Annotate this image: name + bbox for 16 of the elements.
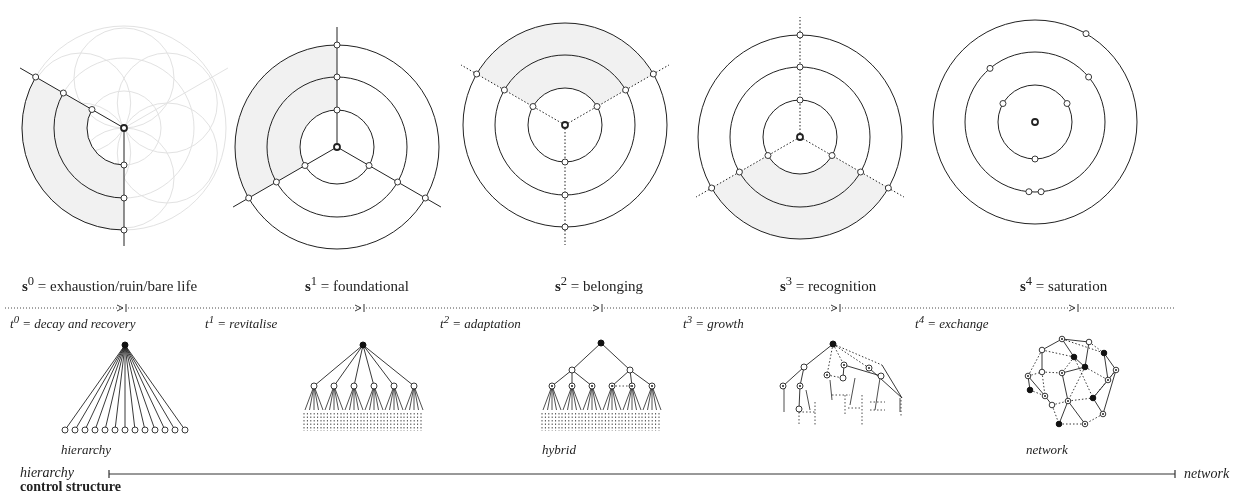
state-label: s$^{0}$ = exhaustion/ruin/bare life [22, 275, 198, 294]
transition-label: t$^{1}$ = revitalise [205, 314, 278, 331]
state-label: s$^{2}$ = belonging [555, 275, 644, 294]
axis-title: control structure [20, 480, 121, 494]
axis-end-label: hierarchy [20, 466, 74, 480]
transition-label: t$^{4}$ = exchange [915, 314, 989, 331]
transition-label: t$^{2}$ = adaptation [440, 314, 521, 331]
structure-label: network [1026, 443, 1068, 456]
transition-label: t$^{3}$ = growth [683, 314, 744, 331]
state-label: s$^{4}$ = saturation [1020, 275, 1108, 294]
state-label: s$^{3}$ = recognition [780, 275, 877, 294]
structure-label: hierarchy [61, 443, 112, 456]
state-label: s$^{1}$ = foundational [305, 275, 409, 294]
structure-label: hybrid [542, 443, 576, 456]
transition-label: t$^{0}$ = decay and recovery [10, 314, 136, 331]
axis-end-label: network [1184, 467, 1230, 481]
